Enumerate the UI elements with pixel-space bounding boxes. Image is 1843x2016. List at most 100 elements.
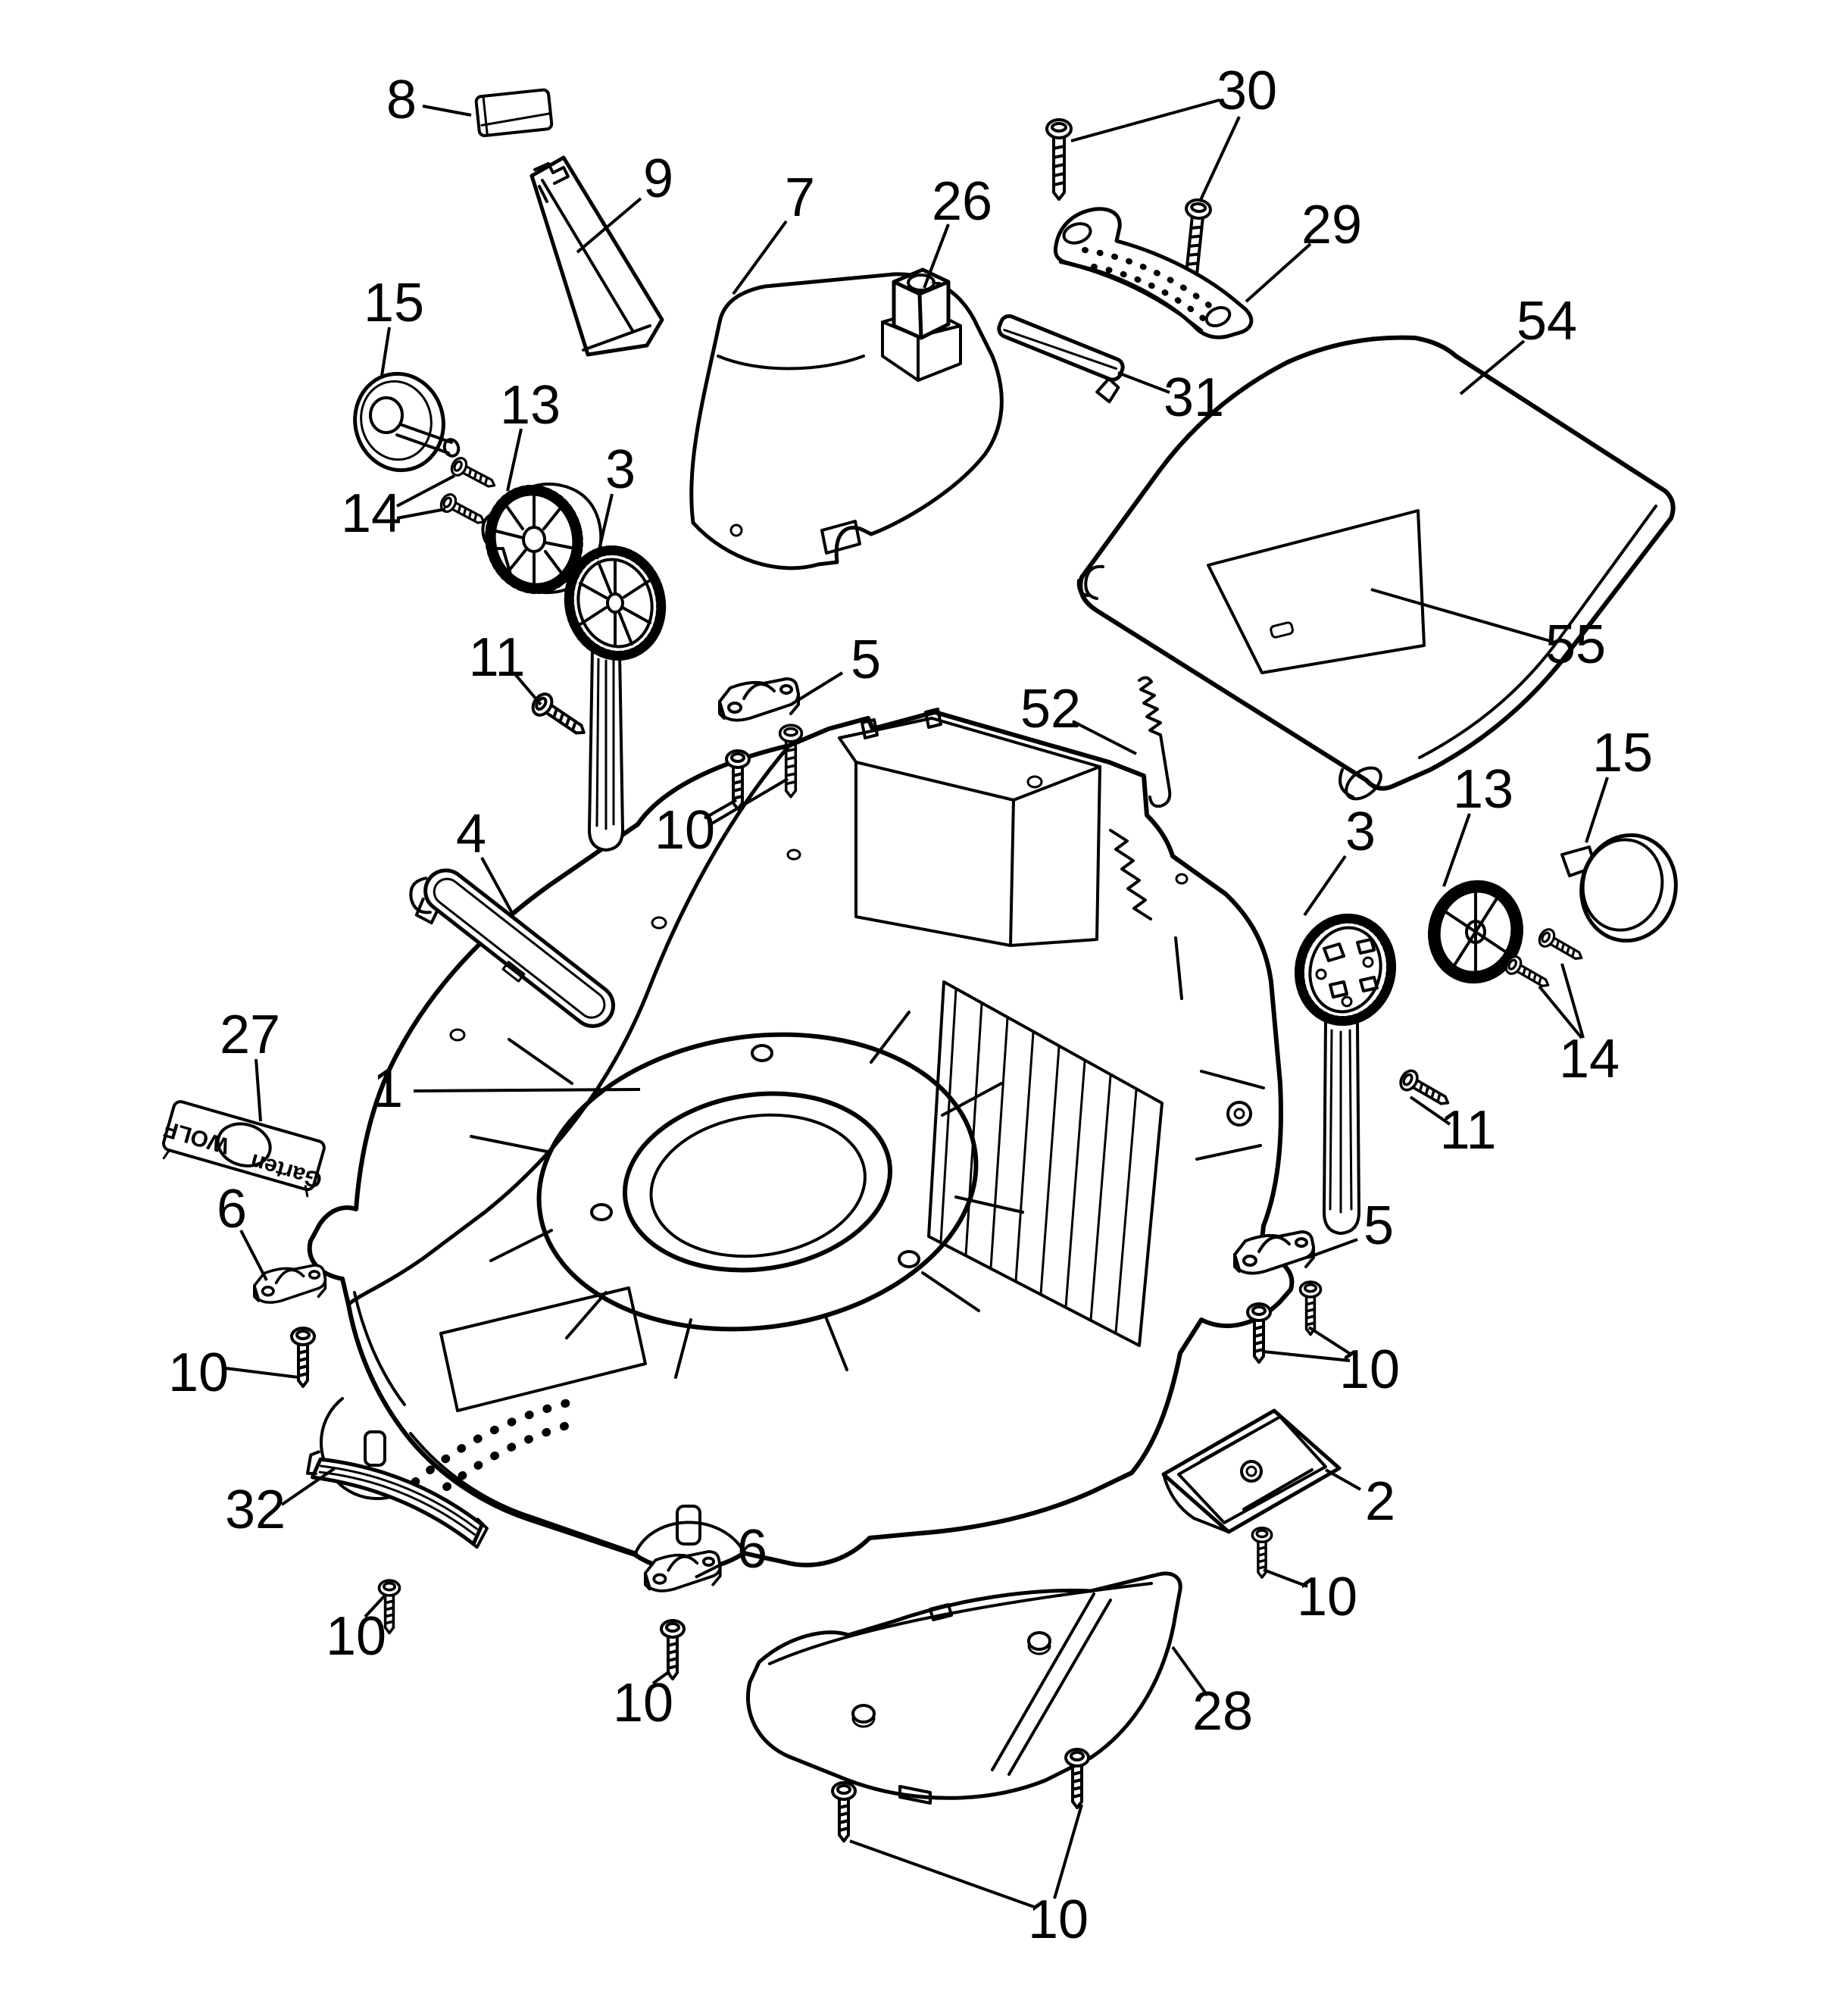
- callout-14: 14: [341, 483, 401, 544]
- callout-11: 11: [1440, 1100, 1497, 1161]
- part-15-wheel-cap-right: [1560, 833, 1678, 943]
- callout-15: 15: [364, 273, 424, 333]
- callout-10: 10: [326, 1606, 386, 1667]
- leader-line-11: [514, 673, 542, 706]
- part-10-screw-bottom-center: [660, 1619, 686, 1680]
- callout-5: 5: [851, 630, 881, 690]
- part-13-gear-left: [481, 482, 603, 595]
- part-29-handle-bracket: [1053, 207, 1254, 339]
- callout-26: 26: [932, 171, 992, 232]
- leader-line-5: [789, 671, 844, 706]
- callout-29: 29: [1301, 195, 1362, 255]
- callout-7: 7: [785, 167, 815, 228]
- part-32-bumper-strip: [305, 1450, 489, 1549]
- leader-line-32: [280, 1467, 336, 1506]
- callout-10: 10: [168, 1342, 229, 1403]
- callout-6: 6: [217, 1179, 247, 1239]
- leader-line-10: [1263, 1350, 1351, 1362]
- part-7-motor-cover: [689, 272, 1004, 570]
- leader-line-7: [732, 220, 788, 295]
- callout-9: 9: [643, 148, 673, 209]
- leader-line-14: [396, 474, 455, 508]
- part-52-spring: [1138, 676, 1172, 808]
- part-4-trim-strip: [409, 868, 616, 1028]
- callout-54: 54: [1517, 291, 1577, 352]
- leader-line-9: [576, 197, 642, 254]
- leader-line-15: [380, 327, 391, 377]
- leader-line-55: [1370, 588, 1551, 642]
- leader-line-1: [413, 1088, 641, 1092]
- leader-line-3: [1303, 855, 1347, 917]
- callout-3: 3: [1345, 802, 1376, 862]
- callout-14: 14: [1559, 1029, 1620, 1089]
- leader-line-52: [1072, 720, 1137, 755]
- callout-10: 10: [1028, 1889, 1089, 1950]
- callout-52: 52: [1020, 679, 1081, 739]
- callout-15: 15: [1592, 723, 1653, 783]
- leader-line-15: [1585, 777, 1609, 843]
- callout-11: 11: [469, 627, 526, 688]
- part-28-front-bumper: [745, 1571, 1182, 1805]
- leader-line-14: [1560, 963, 1585, 1039]
- leader-line-8: [422, 105, 472, 117]
- leader-line-10: [1307, 1326, 1353, 1356]
- leader-line-14: [1538, 985, 1583, 1039]
- leader-line-13: [1442, 813, 1471, 887]
- callout-31: 31: [1164, 367, 1224, 428]
- part-6-clamp-left: [252, 1264, 327, 1304]
- callout-8: 8: [386, 70, 417, 130]
- callout-32: 32: [225, 1480, 286, 1540]
- leader-line-10: [704, 799, 737, 820]
- callout-2: 2: [1365, 1471, 1395, 1532]
- leader-line-5: [1307, 1238, 1358, 1259]
- part-11-screw-left: [527, 689, 592, 744]
- part-26-cap: [892, 267, 951, 340]
- part-31-rail: [997, 314, 1125, 404]
- leader-line-3: [595, 493, 614, 560]
- callout-13: 13: [1453, 759, 1513, 820]
- part-15-wheel-cap-left: [353, 371, 461, 473]
- leader-line-6: [695, 1558, 733, 1579]
- part-9-cover: [529, 155, 664, 357]
- leader-line-14: [396, 508, 446, 520]
- leader-line-10: [849, 1839, 1037, 1909]
- leader-line-4: [480, 857, 514, 914]
- part-54-rear-flap: [1076, 335, 1676, 801]
- callout-10: 10: [1297, 1567, 1357, 1627]
- callout-1: 1: [373, 1058, 403, 1119]
- callout-28: 28: [1192, 1681, 1253, 1742]
- leader-line-31: [1117, 371, 1170, 394]
- leader-line-26: [923, 223, 950, 289]
- callout-10: 10: [613, 1673, 673, 1733]
- callout-10: 10: [654, 800, 715, 861]
- callout-30: 30: [1217, 61, 1277, 121]
- leader-line-54: [1459, 339, 1526, 395]
- leader-line-27: [255, 1058, 262, 1122]
- leader-line-28: [1171, 1646, 1209, 1697]
- leader-line-30: [1198, 116, 1241, 202]
- part-1-mower-deck: [307, 708, 1295, 1572]
- leader-line-10: [1053, 1804, 1083, 1899]
- part-27-brand-plate: WOLF Garten: [161, 1100, 326, 1198]
- callout-55: 55: [1545, 614, 1606, 675]
- callout-6: 6: [737, 1519, 767, 1580]
- leader-line-10: [709, 777, 789, 826]
- callout-5: 5: [1364, 1196, 1394, 1256]
- leader-line-2: [1325, 1468, 1361, 1491]
- part-55-label-sticker: [1207, 509, 1426, 674]
- part-2-mulch-plate: [1161, 1408, 1342, 1534]
- callout-13: 13: [500, 375, 561, 436]
- leader-line-13: [506, 428, 523, 492]
- leader-line-6: [239, 1230, 268, 1281]
- callout-27: 27: [220, 1005, 280, 1065]
- leader-line-10: [651, 1670, 671, 1685]
- leader-line-10: [1263, 1568, 1308, 1588]
- part-8-fuse-block: [474, 88, 554, 138]
- part-5-cable-clamp-left: [718, 677, 800, 722]
- callout-3: 3: [605, 439, 636, 500]
- leader-line-10: [225, 1367, 299, 1379]
- callout-10: 10: [1339, 1339, 1400, 1400]
